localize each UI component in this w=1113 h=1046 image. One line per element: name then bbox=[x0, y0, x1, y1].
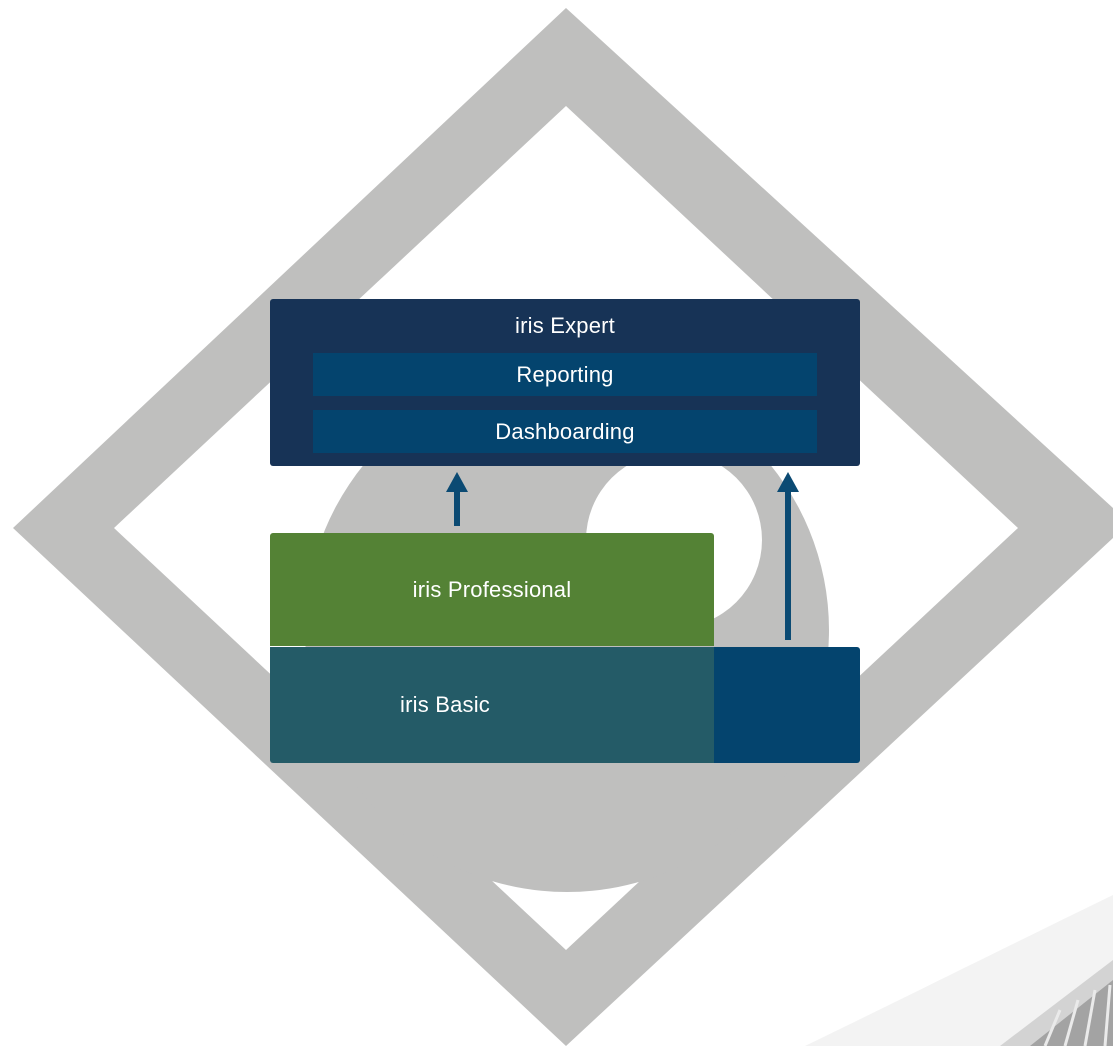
dashboarding-module: Dashboarding bbox=[313, 410, 817, 453]
iris-professional-label: iris Professional bbox=[412, 576, 572, 602]
iris-basic-box: iris Basic bbox=[270, 647, 860, 763]
building-photo bbox=[805, 895, 1113, 1046]
iris-expert-box: iris Expert Reporting Dashboarding bbox=[270, 299, 860, 466]
iris-expert-title: iris Expert bbox=[515, 313, 615, 338]
arrow-basic-to-expert bbox=[777, 472, 799, 640]
iris-basic-label: iris Basic bbox=[400, 692, 491, 717]
arrow-professional-to-expert bbox=[446, 472, 468, 526]
diamond-frame-shape bbox=[13, 8, 1113, 1046]
iris-professional-box: iris Professional bbox=[270, 533, 714, 646]
reporting-module: Reporting bbox=[313, 353, 817, 396]
